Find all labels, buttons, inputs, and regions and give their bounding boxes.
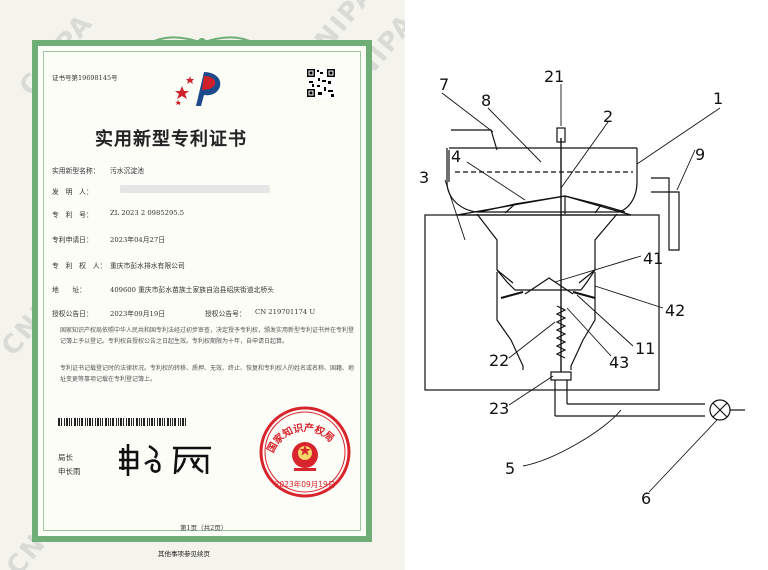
certificate-paragraph: 专利证书记载登记时的法律状况。专利权的转移、质押、无效、终止、恢复和专利权人的姓… (60, 365, 355, 383)
field-value: 污水沉淀池 (110, 167, 144, 175)
certificate-number: 证书号第19698145号 (52, 74, 118, 82)
field-value: 重庆市彭水排水有限公司 (110, 262, 185, 270)
label-42: 42 (665, 301, 685, 320)
label-23: 23 (489, 399, 509, 418)
field-value: 2023年04月27日 (110, 236, 165, 244)
field-label: 授权公告日： (52, 310, 93, 318)
label-22: 22 (489, 351, 509, 370)
field-value: 2023年09月19日 (110, 310, 165, 318)
field-value: 409600 重庆市彭水苗族土家族自治县绍庆街道北桥头 (110, 286, 275, 294)
certificate-title: 实用新型专利证书 (95, 129, 247, 150)
field-label: 专 利 号： (52, 211, 93, 219)
field-value: ZL 2023 2 0985295.5 (110, 209, 185, 217)
label-11: 11 (635, 339, 655, 358)
official-seal-icon: 国家知识产权局 2023年09月19日 (259, 406, 351, 498)
label-2: 2 (603, 107, 613, 126)
technical-drawing: 1 2 21 3 4 41 42 43 11 22 23 5 6 7 8 9 (419, 67, 745, 508)
label-3: 3 (419, 168, 429, 187)
barcode-icon (58, 418, 186, 426)
label-1: 1 (713, 89, 723, 108)
part-labels: 1 2 21 3 4 41 42 43 11 22 23 5 6 7 8 9 (419, 67, 723, 508)
field-label: 专利申请日： (52, 236, 93, 244)
label-4: 4 (451, 147, 461, 166)
svg-text:2023年09月19日: 2023年09月19日 (275, 479, 336, 489)
patent-certificate: CNIPA CNIPA CNIPA CNIPA CNIPA CNIPA 证书号第… (0, 0, 405, 570)
field-label: 专 利 权 人： (52, 262, 107, 270)
signature-icon (119, 444, 211, 476)
label-8: 8 (481, 91, 491, 110)
top-basin (446, 148, 638, 213)
field-label: 发 明 人： (52, 188, 93, 196)
field-value: CN 219701174 U (255, 308, 316, 316)
funnel (476, 213, 618, 291)
director-title: 局长 (58, 453, 73, 462)
label-43: 43 (609, 353, 629, 372)
page-number: 第1页（共2页） (180, 524, 228, 532)
field-label: 实用新型名称： (52, 167, 100, 175)
footer-note: 其他事项参见续页 (158, 550, 210, 558)
field-label: 地 址： (52, 286, 86, 294)
label-41: 41 (643, 249, 663, 268)
label-5: 5 (505, 459, 515, 478)
director-name: 申长雨 (58, 467, 81, 476)
field-label: 授权公告号： (205, 310, 246, 318)
label-9: 9 (695, 145, 705, 164)
qr-code-icon (306, 68, 336, 98)
redacted-inventors (120, 185, 270, 193)
label-6: 6 (641, 489, 651, 508)
cnipa-logo-icon (175, 72, 221, 106)
label-21: 21 (544, 67, 564, 86)
certificate-paragraph: 国家知识产权局依照中华人民共和国专利法经过初步审查，决定授予专利权，颁发实用新型… (60, 327, 355, 345)
label-7: 7 (439, 75, 449, 94)
